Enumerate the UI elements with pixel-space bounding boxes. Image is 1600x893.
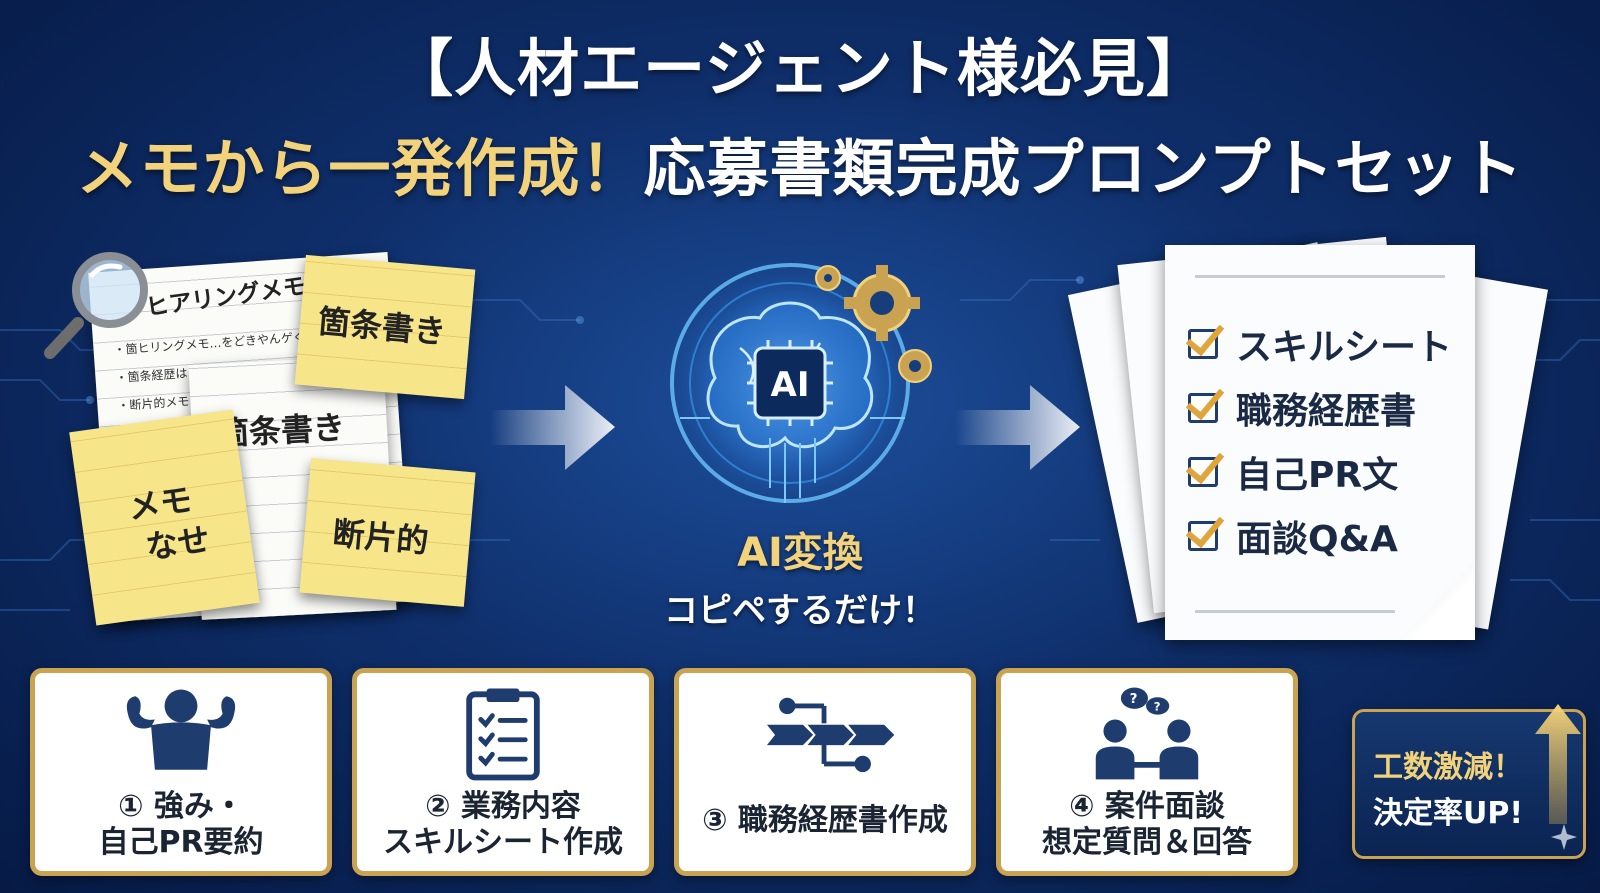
checkbox-checked-icon xyxy=(1185,443,1225,487)
output-item-label: 面談Q&A xyxy=(1236,519,1398,560)
sticky-note-text: 断片的 xyxy=(331,514,431,561)
badge-line1: 工数激減！ xyxy=(1373,750,1523,785)
ai-brain-graphic: AI xyxy=(655,248,932,518)
svg-text:?: ? xyxy=(1154,700,1161,714)
memo-line: ・断片的メモ xyxy=(117,394,190,414)
arrow-up-icon xyxy=(1535,704,1581,824)
sticky-note-fragmented: 断片的 xyxy=(299,458,476,607)
headline-white-part: 応募書類完成プロンプトセット xyxy=(643,132,1524,205)
headline-line2: メモから一発作成！応募書類完成プロンプトセット xyxy=(0,118,1600,208)
sparkle-icon xyxy=(1551,824,1577,850)
headline-line1: 【人材エージェント様必見】 xyxy=(391,32,1209,105)
interview-people-icon: ? ? xyxy=(1095,687,1199,780)
badge-line2: 決定率UP! xyxy=(1373,796,1524,831)
document-front-sheet xyxy=(1165,245,1475,640)
checkbox-checked-icon xyxy=(1185,315,1225,359)
feature-card-line2: 自己PR要約 xyxy=(98,825,264,860)
sticky-note-text: なせ xyxy=(143,520,213,567)
checkbox-checked-icon xyxy=(1185,379,1225,423)
feature-card-label: ② 業務内容 スキルシート作成 xyxy=(357,789,649,861)
memo-paper-title: ヒアリングメモ xyxy=(144,273,308,322)
output-item-self-pr: 自己PR文 xyxy=(1185,443,1399,498)
magnifier-icon xyxy=(44,252,148,359)
arrow-right-icon xyxy=(490,385,615,470)
sticky-note-memo: メモ なせ xyxy=(69,409,260,626)
output-item-label: 職務経歴書 xyxy=(1236,391,1417,432)
headline-gold-part: メモから一発作成！ xyxy=(76,132,644,205)
feature-card-line2: 想定質問＆回答 xyxy=(1042,825,1252,860)
sticky-note-text: 箇条書き xyxy=(316,302,448,352)
memo-line: ・箇条経歴は… xyxy=(115,365,200,386)
ai-conversion-label: AI変換 xyxy=(737,530,863,576)
svg-text:?: ? xyxy=(1130,691,1138,707)
flow-process-icon xyxy=(766,697,895,773)
checkbox-checked-icon xyxy=(1185,507,1225,551)
feature-card-line1: ③ 職務経歴書作成 xyxy=(702,803,948,838)
feature-card-line1: ④ 案件面談 xyxy=(1069,789,1225,824)
feature-card-resume: ③ 職務経歴書作成 xyxy=(674,668,976,876)
clipboard-checklist-icon xyxy=(466,688,540,781)
feature-card-label: ① 強み・ 自己PR要約 xyxy=(35,789,327,861)
output-item-label: 自己PR文 xyxy=(1236,455,1399,496)
feature-card-line1: ② 業務内容 xyxy=(425,789,581,824)
feature-card-line1: ① 強み・ xyxy=(118,789,244,824)
feature-card-strengths: ① 強み・ 自己PR要約 xyxy=(30,668,332,876)
result-badge: 工数激減！ 決定率UP! xyxy=(1352,704,1586,859)
feature-card-line2: スキルシート作成 xyxy=(383,825,623,860)
output-item-interview-qa: 面談Q&A xyxy=(1185,507,1398,562)
sticky-note-bullets: 箇条書き xyxy=(294,254,476,400)
ai-chip-text: AI xyxy=(771,365,810,405)
feature-card-label: ④ 案件面談 想定質問＆回答 xyxy=(1001,789,1293,861)
output-item-resume: 職務経歴書 xyxy=(1185,379,1417,434)
feature-card-skill-sheet: ② 業務内容 スキルシート作成 xyxy=(352,668,654,876)
output-item-label: スキルシート xyxy=(1236,327,1453,368)
arrow-right-icon xyxy=(955,385,1080,470)
output-item-skill-sheet: スキルシート xyxy=(1185,315,1453,370)
feature-card-interview: ? ? ④ 案件面談 想定質問＆回答 xyxy=(996,668,1298,876)
muscle-person-icon xyxy=(126,689,236,770)
ai-copy-paste-label: コピペするだけ！ xyxy=(664,591,936,631)
feature-card-label: ③ 職務経歴書作成 xyxy=(679,803,971,839)
